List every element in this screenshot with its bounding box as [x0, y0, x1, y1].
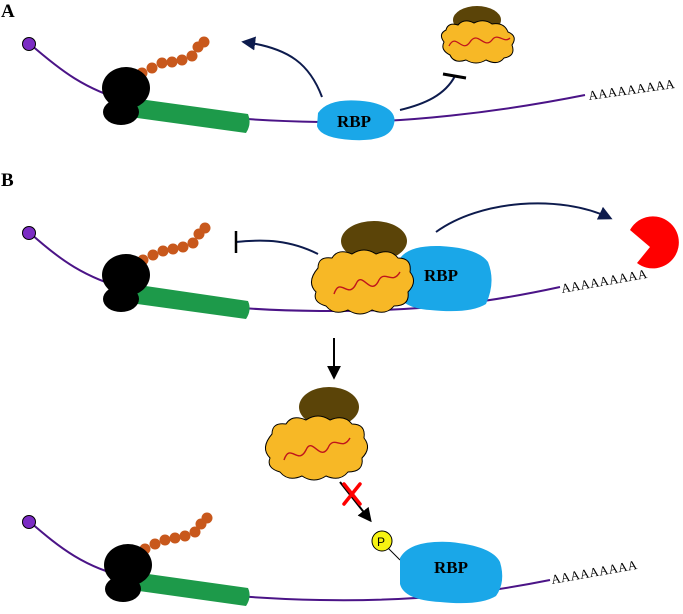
- inhibition-arrow: [399, 75, 456, 111]
- panel-a-label: A: [1, 1, 15, 22]
- rbp-label: RBP: [434, 558, 468, 577]
- peptide-chain-icon: [137, 222, 211, 266]
- inhibition-arrow: [235, 239, 319, 255]
- phospho-link: [387, 547, 401, 561]
- ribosome-icon: [102, 254, 150, 312]
- cap-icon: [22, 515, 36, 529]
- panel-a: A RBP: [1, 1, 676, 141]
- peptide-chain-icon: [139, 512, 213, 555]
- protein-bar-icon: [130, 284, 250, 319]
- rbp-icon: RBP: [400, 541, 503, 604]
- peptide-chain-icon: [136, 36, 210, 79]
- protein-bar-icon: [130, 98, 250, 133]
- panel-b-bottom: P RBP AAAAAAAAA: [22, 387, 639, 606]
- inhibition-bar: [442, 72, 467, 80]
- activation-arrow: [241, 36, 323, 98]
- blocked-arrow: [339, 481, 372, 523]
- miRNA-complex-icon: [265, 387, 368, 481]
- phospho-label: P: [377, 535, 385, 549]
- phosphate-icon: P: [371, 530, 393, 552]
- cap-icon: [22, 226, 36, 240]
- panel-b-top: B RBP AAAAAAAAA: [1, 170, 679, 319]
- rbp-label: RBP: [424, 266, 458, 285]
- rbp-label: RBP: [337, 112, 371, 131]
- cap-icon: [22, 37, 36, 51]
- ribosome-icon: [104, 544, 152, 602]
- polya-tail: AAAAAAAAA: [550, 557, 639, 587]
- block-x-icon: [342, 482, 362, 506]
- polya-tail: AAAAAAAAA: [560, 266, 649, 296]
- polya-tail: AAAAAAAAA: [587, 76, 676, 103]
- rbp-icon: RBP: [396, 245, 492, 312]
- ribosome-icon: [102, 67, 150, 125]
- rbp-icon: RBP: [317, 100, 395, 141]
- miRNA-complex-icon: [440, 6, 515, 64]
- degradation-arrow: [435, 202, 613, 233]
- panel-b-label: B: [1, 170, 14, 191]
- protein-bar-icon: [132, 572, 250, 606]
- degradation-pacman-icon: [630, 216, 679, 269]
- miRNA-complex-icon: [311, 221, 414, 315]
